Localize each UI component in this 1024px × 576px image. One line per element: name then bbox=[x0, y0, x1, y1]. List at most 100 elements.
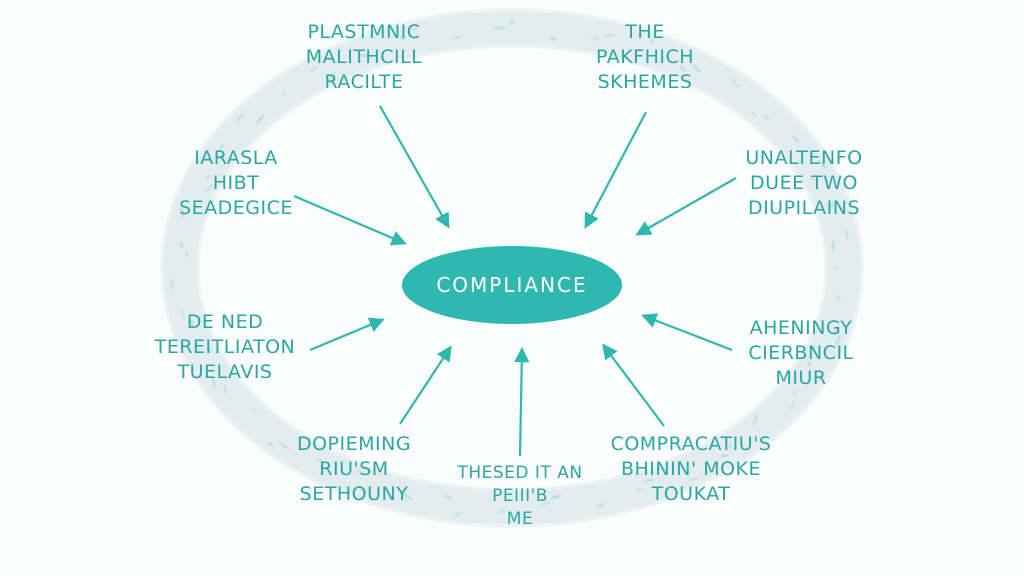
arrow-top-right bbox=[584, 111, 647, 229]
ring-leaf bbox=[190, 319, 194, 328]
arrow-left-lower bbox=[309, 317, 385, 352]
ring-leaf bbox=[205, 174, 211, 180]
ring-leaf bbox=[835, 294, 841, 302]
ring-leaf bbox=[250, 408, 258, 414]
node-line: TOUKAT bbox=[651, 483, 731, 505]
ring-leaf bbox=[359, 54, 372, 58]
node-line: MALITHCILL bbox=[305, 46, 423, 68]
ring-leaf bbox=[282, 90, 287, 96]
arrow-bottom-center bbox=[514, 346, 530, 457]
node-right-lower: AHENINGY CIERBNCIL MIUR bbox=[740, 316, 862, 391]
node-top-right: THE PAKFHICH SKHEMES bbox=[580, 20, 710, 95]
node-line: MIUR bbox=[775, 367, 827, 389]
ring-leaf bbox=[831, 239, 836, 252]
outer-ring bbox=[163, 11, 861, 525]
node-line: RACILTE bbox=[324, 71, 404, 93]
ring-leaf bbox=[596, 503, 605, 508]
ring-leaf bbox=[499, 509, 505, 513]
ring-leaf bbox=[316, 458, 326, 464]
node-line: BHININ' MOKE bbox=[620, 458, 762, 480]
node-line: IARASLA bbox=[194, 147, 278, 169]
node-line: PEIII'B bbox=[492, 486, 548, 506]
ring-leaf bbox=[409, 28, 417, 32]
ring-leaf bbox=[509, 20, 515, 24]
node-line: UNALTENFO bbox=[745, 147, 863, 169]
arrow-right-upper bbox=[635, 177, 737, 236]
node-line: TUELAVIS bbox=[177, 361, 273, 383]
ring-leaf bbox=[679, 65, 686, 72]
ring-leaf bbox=[692, 64, 701, 73]
ring-leaf bbox=[832, 265, 838, 271]
ring-leaf bbox=[728, 442, 733, 449]
arrow-bottom-right bbox=[602, 343, 665, 427]
ring-leaf bbox=[268, 442, 274, 447]
ring-leaf bbox=[810, 176, 816, 181]
ring-leaf bbox=[642, 478, 655, 483]
node-line: DE NED bbox=[186, 311, 264, 333]
node-left-upper: IARASLA HIBT SEADEGICE bbox=[168, 146, 304, 221]
ring-leaf bbox=[752, 414, 759, 426]
ring-leaf bbox=[833, 325, 839, 334]
node-line: SETHOUNY bbox=[299, 483, 409, 505]
outer-ring-inner-edge bbox=[196, 44, 828, 492]
ring-leaf bbox=[790, 400, 796, 410]
ring-leaf bbox=[279, 442, 290, 450]
ring-leaf bbox=[356, 469, 364, 475]
ring-leaf bbox=[180, 207, 185, 218]
node-right-upper: UNALTENFO DUEE TWO DIUPILAINS bbox=[730, 146, 878, 221]
ring-leaf bbox=[636, 487, 643, 492]
node-line: HIBT bbox=[212, 172, 260, 194]
node-line: RIU'SM bbox=[319, 458, 389, 480]
arrow-right-lower bbox=[641, 313, 733, 352]
ring-leaf bbox=[256, 114, 264, 125]
node-bottom-center: THESED IT AN PEIII'B ME bbox=[448, 462, 592, 531]
ring-leaf bbox=[687, 477, 698, 481]
node-top-left: PLASTMNIC MALITHCILL RACILTE bbox=[294, 20, 434, 95]
ring-leaf bbox=[538, 501, 550, 507]
ring-leaf bbox=[212, 378, 216, 390]
ring-leaf bbox=[399, 36, 406, 40]
ring-leaf bbox=[603, 33, 616, 38]
arrow-top-left bbox=[379, 105, 450, 229]
node-line: DUEE TWO bbox=[750, 172, 858, 194]
ring-leaf bbox=[549, 37, 558, 41]
center-node bbox=[402, 246, 622, 324]
node-line: PLASTMNIC bbox=[307, 21, 421, 43]
ring-leaf bbox=[763, 114, 770, 121]
ring-leaf bbox=[649, 38, 655, 44]
ring-leaf bbox=[792, 135, 800, 143]
ring-leaf bbox=[444, 494, 453, 501]
ring-leaf bbox=[310, 65, 317, 73]
node-line: PAKFHICH bbox=[595, 46, 695, 68]
node-left-lower: DE NED TEREITLIATON TUELAVIS bbox=[150, 310, 300, 385]
arrow-bottom-left bbox=[399, 345, 452, 425]
ring-leaf bbox=[751, 112, 757, 118]
ring-leaf bbox=[720, 454, 729, 458]
node-line: COMPRACATIU'S bbox=[610, 433, 772, 455]
node-line: CIERBNCIL bbox=[748, 342, 854, 364]
node-line: AHENINGY bbox=[749, 317, 853, 339]
node-line: SKHEMES bbox=[597, 71, 693, 93]
ring-leaf bbox=[401, 491, 412, 500]
ring-leaf bbox=[169, 279, 174, 291]
node-line: DIUPILAINS bbox=[747, 197, 861, 219]
ring-leaf bbox=[361, 487, 367, 492]
ring-leaf bbox=[218, 143, 225, 151]
ring-leaf bbox=[845, 229, 849, 240]
node-bottom-left: DOPIEMING RIU'SM SETHOUNY bbox=[290, 432, 418, 507]
outer-ring-outer-edge bbox=[160, 8, 864, 528]
ring-leaf bbox=[830, 201, 835, 210]
ring-leaf bbox=[454, 511, 463, 516]
ring-leaf bbox=[729, 78, 739, 88]
ring-leaf bbox=[807, 361, 812, 367]
ring-leaf bbox=[493, 26, 506, 30]
ring-leaf bbox=[179, 240, 184, 249]
ring-leaf bbox=[453, 35, 463, 39]
ring-leaf bbox=[817, 159, 827, 169]
ring-leaf bbox=[184, 251, 189, 257]
ring-leaf-decoration bbox=[169, 20, 849, 516]
node-bottom-right: COMPRACATIU'S BHININ' MOKE TOUKAT bbox=[608, 432, 774, 507]
node-line: ME bbox=[506, 509, 534, 529]
